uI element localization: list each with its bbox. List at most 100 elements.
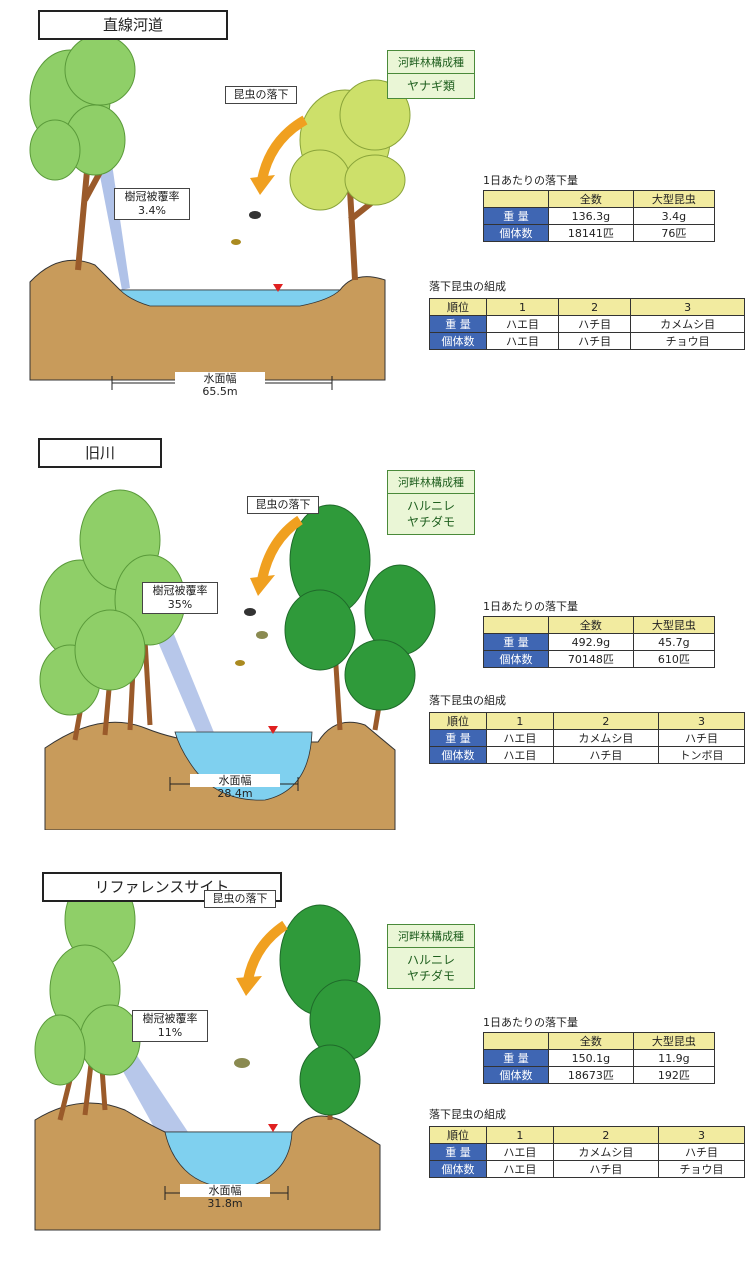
panel-straight-channel: 直線河道 昆虫の落下 河畔林構成種 ヤナギ類 樹冠被覆率 3.4% 水面幅 65… xyxy=(0,0,748,400)
table-header: 順位 xyxy=(429,1126,487,1144)
table-header: 3 xyxy=(657,712,746,730)
row-header: 重 量 xyxy=(483,1049,549,1067)
species-line: ハルニレ xyxy=(406,499,455,513)
table-cell: チョウ目 xyxy=(630,332,745,350)
table-cell xyxy=(483,616,549,634)
canopy-cover-label: 樹冠被覆率 11% xyxy=(132,1010,208,1042)
table-header: 大型昆虫 xyxy=(632,616,716,634)
water-width: 水面幅 28.4m xyxy=(190,774,280,800)
row-header: 重 量 xyxy=(483,207,549,225)
daily-caption: 1日あたりの落下量 xyxy=(483,1016,578,1029)
row-header: 重 量 xyxy=(429,729,487,747)
water-width: 水面幅 65.5m xyxy=(175,372,265,398)
row-header: 個体数 xyxy=(483,224,549,242)
row-header: 重 量 xyxy=(429,1143,487,1161)
table-cell: ハエ目 xyxy=(486,746,554,764)
water-width-value: 65.5m xyxy=(202,385,238,398)
panel-old-river: 旧川 昆虫の落下 河畔林構成種 ハルニレ ヤチダモ 樹冠被覆率 35% 水面幅 … xyxy=(0,430,748,830)
canopy-value: 35% xyxy=(167,598,193,611)
table-header: 大型昆虫 xyxy=(632,1032,716,1050)
insect-fall-label: 昆虫の落下 xyxy=(225,86,297,104)
table-cell: ハチ目 xyxy=(552,746,659,764)
species-header: 河畔林構成種 xyxy=(388,925,474,948)
composition-caption: 落下昆虫の組成 xyxy=(429,280,506,293)
canopy-label: 樹冠被覆率 xyxy=(152,584,208,597)
table-cell: ハチ目 xyxy=(657,729,746,747)
scene-illustration xyxy=(29,34,411,390)
panel-title: 直線河道 xyxy=(38,10,228,40)
table-header: 順位 xyxy=(429,298,487,316)
table-cell: カメムシ目 xyxy=(630,315,745,333)
table-cell: 192匹 xyxy=(632,1066,716,1084)
table-cell: ハチ目 xyxy=(558,315,632,333)
table-cell: 492.9g xyxy=(548,633,634,651)
row-header: 個体数 xyxy=(429,1160,487,1178)
scene-illustration xyxy=(34,874,381,1231)
daily-caption: 1日あたりの落下量 xyxy=(483,174,578,187)
table-header: 2 xyxy=(552,712,659,730)
composition-caption: 落下昆虫の組成 xyxy=(429,694,506,707)
table-cell: ハエ目 xyxy=(486,729,554,747)
water-width-label: 水面幅 xyxy=(175,372,265,385)
panel-title: リファレンスサイト xyxy=(42,872,282,902)
table-cell xyxy=(483,190,549,208)
table-cell: トンボ目 xyxy=(657,746,746,764)
riparian-species-box: 河畔林構成種 ハルニレ ヤチダモ xyxy=(387,470,475,535)
table-cell: 18673匹 xyxy=(548,1066,634,1084)
table-header: 2 xyxy=(552,1126,659,1144)
daily-caption: 1日あたりの落下量 xyxy=(483,600,578,613)
species-line: ヤナギ類 xyxy=(406,79,455,93)
table-cell: 45.7g xyxy=(632,633,716,651)
species-line: ハルニレ xyxy=(406,953,455,967)
table-cell: ハエ目 xyxy=(486,1160,554,1178)
table-cell: 3.4g xyxy=(632,207,716,225)
table-header: 3 xyxy=(657,1126,746,1144)
table-cell: ハエ目 xyxy=(486,1143,554,1161)
table-header: 全数 xyxy=(548,616,634,634)
species-line: ヤチダモ xyxy=(406,515,455,529)
table-cell: 11.9g xyxy=(632,1049,716,1067)
table-header: 順位 xyxy=(429,712,487,730)
table-header: 全数 xyxy=(548,1032,634,1050)
water-width-value: 31.8m xyxy=(207,1197,243,1210)
species-header: 河畔林構成種 xyxy=(388,51,474,74)
insect-fall-label: 昆虫の落下 xyxy=(247,496,319,514)
table-cell: 610匹 xyxy=(632,650,716,668)
canopy-value: 11% xyxy=(157,1026,183,1039)
scene-illustration xyxy=(39,489,436,830)
table-header: 2 xyxy=(558,298,632,316)
canopy-label: 樹冠被覆率 xyxy=(124,190,180,203)
row-header: 個体数 xyxy=(483,650,549,668)
table-cell: 150.1g xyxy=(548,1049,634,1067)
table-header: 3 xyxy=(630,298,745,316)
water-width-value: 28.4m xyxy=(217,787,253,800)
table-header: 1 xyxy=(486,712,554,730)
table-cell: カメムシ目 xyxy=(552,1143,659,1161)
table-cell: 136.3g xyxy=(548,207,634,225)
water-width-label: 水面幅 xyxy=(180,1184,270,1197)
table-cell: ハエ目 xyxy=(485,332,560,350)
riparian-species-box: 河畔林構成種 ヤナギ類 xyxy=(387,50,475,99)
panel-reference-site: リファレンスサイト 昆虫の落下 河畔林構成種 ハルニレ ヤチダモ 樹冠被覆率 1… xyxy=(0,870,748,1281)
table-header: 全数 xyxy=(548,190,634,208)
panel-title: 旧川 xyxy=(38,438,162,468)
species-line: ヤチダモ xyxy=(406,969,455,983)
table-cell: ハチ目 xyxy=(657,1143,746,1161)
table-cell: ハエ目 xyxy=(485,315,560,333)
species-header: 河畔林構成種 xyxy=(388,471,474,494)
table-cell: 76匹 xyxy=(632,224,716,242)
row-header: 重 量 xyxy=(483,633,549,651)
row-header: 重 量 xyxy=(429,315,487,333)
water-width-label: 水面幅 xyxy=(190,774,280,787)
table-header: 1 xyxy=(486,1126,554,1144)
table-cell: チョウ目 xyxy=(657,1160,746,1178)
row-header: 個体数 xyxy=(429,332,487,350)
canopy-label: 樹冠被覆率 xyxy=(142,1012,198,1025)
water-width: 水面幅 31.8m xyxy=(180,1184,270,1210)
